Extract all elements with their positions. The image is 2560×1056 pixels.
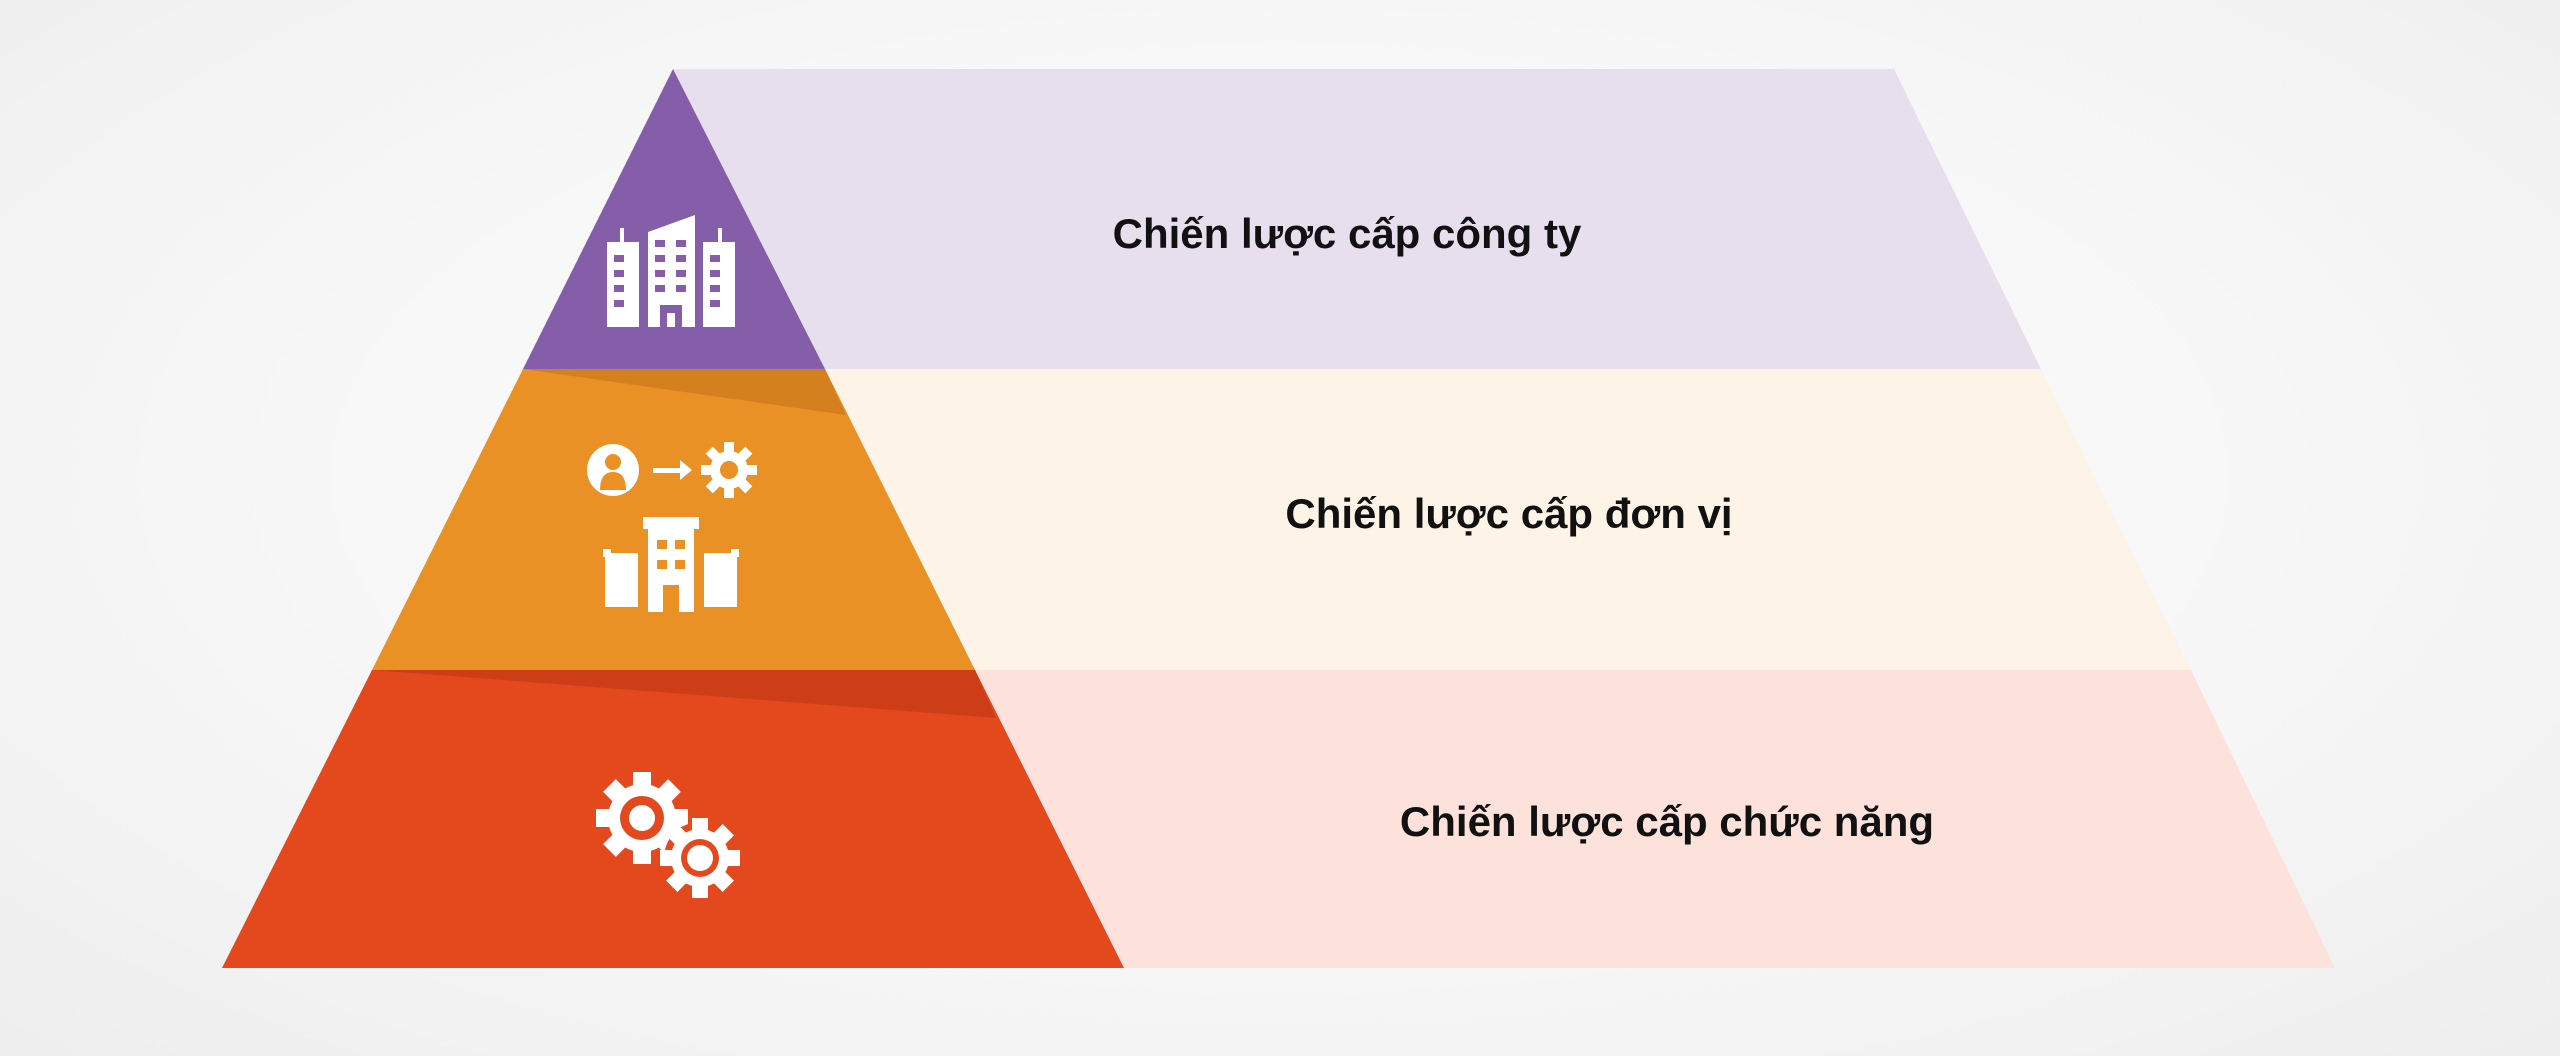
tier-corporate bbox=[523, 69, 825, 369]
band-corporate bbox=[673, 69, 2041, 369]
tier-functional-shade bbox=[372, 670, 996, 718]
band-business bbox=[825, 369, 2191, 670]
level-label-functional: Chiến lược cấp chức năng bbox=[1400, 798, 1934, 845]
tier-business-shade bbox=[523, 369, 846, 415]
level-label-corporate: Chiến lược cấp công ty bbox=[1113, 210, 1582, 257]
gears-icon bbox=[596, 772, 740, 898]
office-buildings-icon bbox=[607, 215, 735, 327]
band-functional bbox=[975, 670, 2335, 968]
business-unit-icon bbox=[587, 442, 757, 612]
level-label-business: Chiến lược cấp đơn vị bbox=[1285, 490, 1732, 537]
